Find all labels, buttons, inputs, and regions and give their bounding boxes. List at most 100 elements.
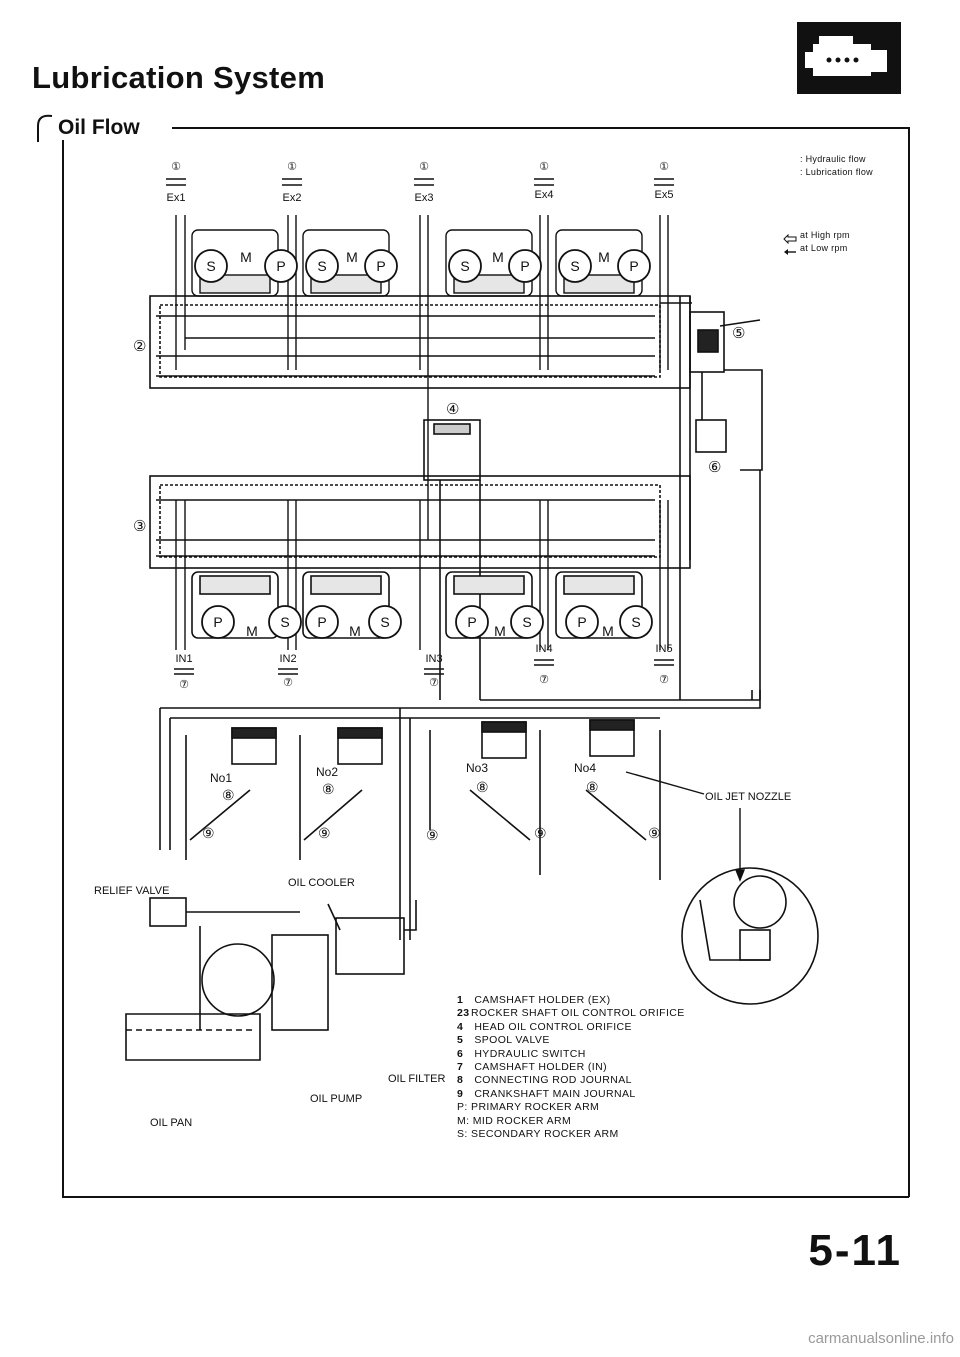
oil-jet-nozzle-detail bbox=[681, 867, 819, 1005]
rocker-label: M bbox=[598, 249, 610, 265]
oil-jet-nozzle-label: OIL JET NOZZLE bbox=[705, 791, 791, 803]
footer-watermark: carmanualsonline.info bbox=[808, 1330, 954, 1347]
callout-number: ① bbox=[171, 161, 181, 173]
legend-high-rpm: at High rpm bbox=[800, 230, 850, 240]
rocker-label: S bbox=[570, 258, 579, 274]
rocker-label: M bbox=[602, 623, 614, 639]
exhaust-label: Ex1 bbox=[167, 192, 186, 204]
exhaust-label: Ex5 bbox=[655, 189, 674, 201]
key-item: 1 CAMSHAFT HOLDER (EX) bbox=[457, 994, 611, 1006]
legend-low-rpm: at Low rpm bbox=[800, 243, 848, 253]
relief-valve bbox=[149, 897, 187, 927]
rocker-label: P bbox=[376, 258, 385, 274]
key-item: 4 HEAD OIL CONTROL ORIFICE bbox=[457, 1020, 632, 1033]
exhaust-rocker-assembly bbox=[149, 215, 692, 700]
key-item: 9 CRANKSHAFT MAIN JOURNAL bbox=[457, 1087, 636, 1100]
rocker-label: P bbox=[520, 258, 529, 274]
callout-number: ⑧ bbox=[476, 779, 489, 795]
section-bracket-icon bbox=[32, 112, 56, 142]
oil-pump bbox=[201, 943, 275, 1017]
key-item: 6 HYDRAULIC SWITCH bbox=[457, 1047, 586, 1060]
rocker-label: P bbox=[629, 258, 638, 274]
rocker-label: S bbox=[522, 614, 531, 630]
callout-number: ⑨ bbox=[318, 825, 331, 841]
callout-number: ③ bbox=[133, 518, 146, 535]
callout-number: ⑦ bbox=[283, 677, 293, 689]
intake-label: IN3 bbox=[425, 653, 442, 665]
rocker-label: S bbox=[631, 614, 640, 630]
exhaust-label: Ex3 bbox=[415, 192, 434, 204]
spool-valve bbox=[689, 311, 763, 700]
cylinder-label: No2 bbox=[316, 765, 338, 779]
rocker-label: M bbox=[494, 623, 506, 639]
rocker-label: S bbox=[206, 258, 215, 274]
callout-number: ⑤ bbox=[732, 325, 745, 342]
rocker-label: M bbox=[346, 249, 358, 265]
key-abbrev: M: MID ROCKER ARM bbox=[457, 1114, 572, 1127]
key-abbrev: P: PRIMARY ROCKER ARM bbox=[457, 1101, 600, 1114]
key-abbrev: S: SECONDARY ROCKER ARM bbox=[457, 1128, 619, 1141]
hydraulic-switch bbox=[695, 419, 727, 453]
rocker-label: S bbox=[380, 614, 389, 630]
callout-number: ⑧ bbox=[586, 779, 599, 795]
callout-number: ① bbox=[659, 161, 669, 173]
callout-number: ⑦ bbox=[429, 677, 439, 689]
relief-valve-label: RELIEF VALVE bbox=[94, 885, 169, 897]
page-title: Lubrication System bbox=[32, 60, 326, 95]
intake-label: IN1 bbox=[175, 653, 192, 665]
callout-number: ① bbox=[287, 161, 297, 173]
oil-cooler-label: OIL COOLER bbox=[288, 877, 355, 889]
rocker-label: P bbox=[467, 614, 476, 630]
callout-number: ⑥ bbox=[708, 459, 721, 476]
rocker-label: P bbox=[276, 258, 285, 274]
cylinder-label: No4 bbox=[574, 761, 596, 775]
engine-icon bbox=[797, 22, 901, 94]
low-rpm-arrow-icon bbox=[783, 244, 797, 255]
intake-label: IN2 bbox=[279, 653, 296, 665]
oil-pump-label: OIL PUMP bbox=[310, 1093, 362, 1105]
cylinder-label: No3 bbox=[466, 761, 488, 775]
rocker-label: M bbox=[240, 249, 252, 265]
key-item: 5 SPOOL VALVE bbox=[457, 1034, 550, 1047]
callout-number: ① bbox=[539, 161, 549, 173]
oil-pan-label: OIL PAN bbox=[150, 1117, 192, 1129]
oil-cooler bbox=[335, 917, 405, 975]
callout-number: ② bbox=[133, 338, 146, 355]
callout-number: ⑨ bbox=[202, 825, 215, 841]
callout-number: ⑨ bbox=[426, 827, 439, 843]
intake-label: IN5 bbox=[655, 643, 672, 655]
callout-number: ⑦ bbox=[659, 674, 669, 686]
exhaust-label: Ex4 bbox=[535, 189, 554, 201]
callout-number: ④ bbox=[446, 401, 459, 418]
page-number: 5-11 bbox=[808, 1226, 902, 1275]
callout-number: ⑧ bbox=[222, 787, 235, 803]
crankshaft-assembly bbox=[185, 719, 661, 880]
rocker-label: M bbox=[349, 623, 361, 639]
rocker-label: M bbox=[492, 249, 504, 265]
rocker-label: S bbox=[280, 614, 289, 630]
section-title: Oil Flow bbox=[58, 116, 140, 139]
rocker-label: S bbox=[460, 258, 469, 274]
callout-number: ⑨ bbox=[648, 825, 661, 841]
oil-filter bbox=[271, 934, 329, 1031]
exhaust-label: Ex2 bbox=[283, 192, 302, 204]
callout-number: ⑨ bbox=[534, 825, 547, 841]
rocker-label: P bbox=[213, 614, 222, 630]
callout-number: ⑦ bbox=[539, 674, 549, 686]
rocker-label: M bbox=[246, 623, 258, 639]
legend-hydraulic: : Hydraulic flow bbox=[800, 154, 866, 164]
key-item: 8 CONNECTING ROD JOURNAL bbox=[457, 1074, 632, 1087]
key-item: 7 CAMSHAFT HOLDER (IN) bbox=[457, 1061, 607, 1074]
high-rpm-arrow-icon bbox=[783, 231, 797, 245]
intake-rocker-assembly bbox=[149, 475, 691, 650]
callout-number: ⑦ bbox=[179, 679, 189, 691]
legend-lubrication: : Lubrication flow bbox=[800, 167, 873, 177]
rocker-label: P bbox=[317, 614, 326, 630]
rocker-label: S bbox=[317, 258, 326, 274]
intake-label: IN4 bbox=[535, 643, 552, 655]
callout-number: ⑧ bbox=[322, 781, 335, 797]
callout-number: ① bbox=[419, 161, 429, 173]
